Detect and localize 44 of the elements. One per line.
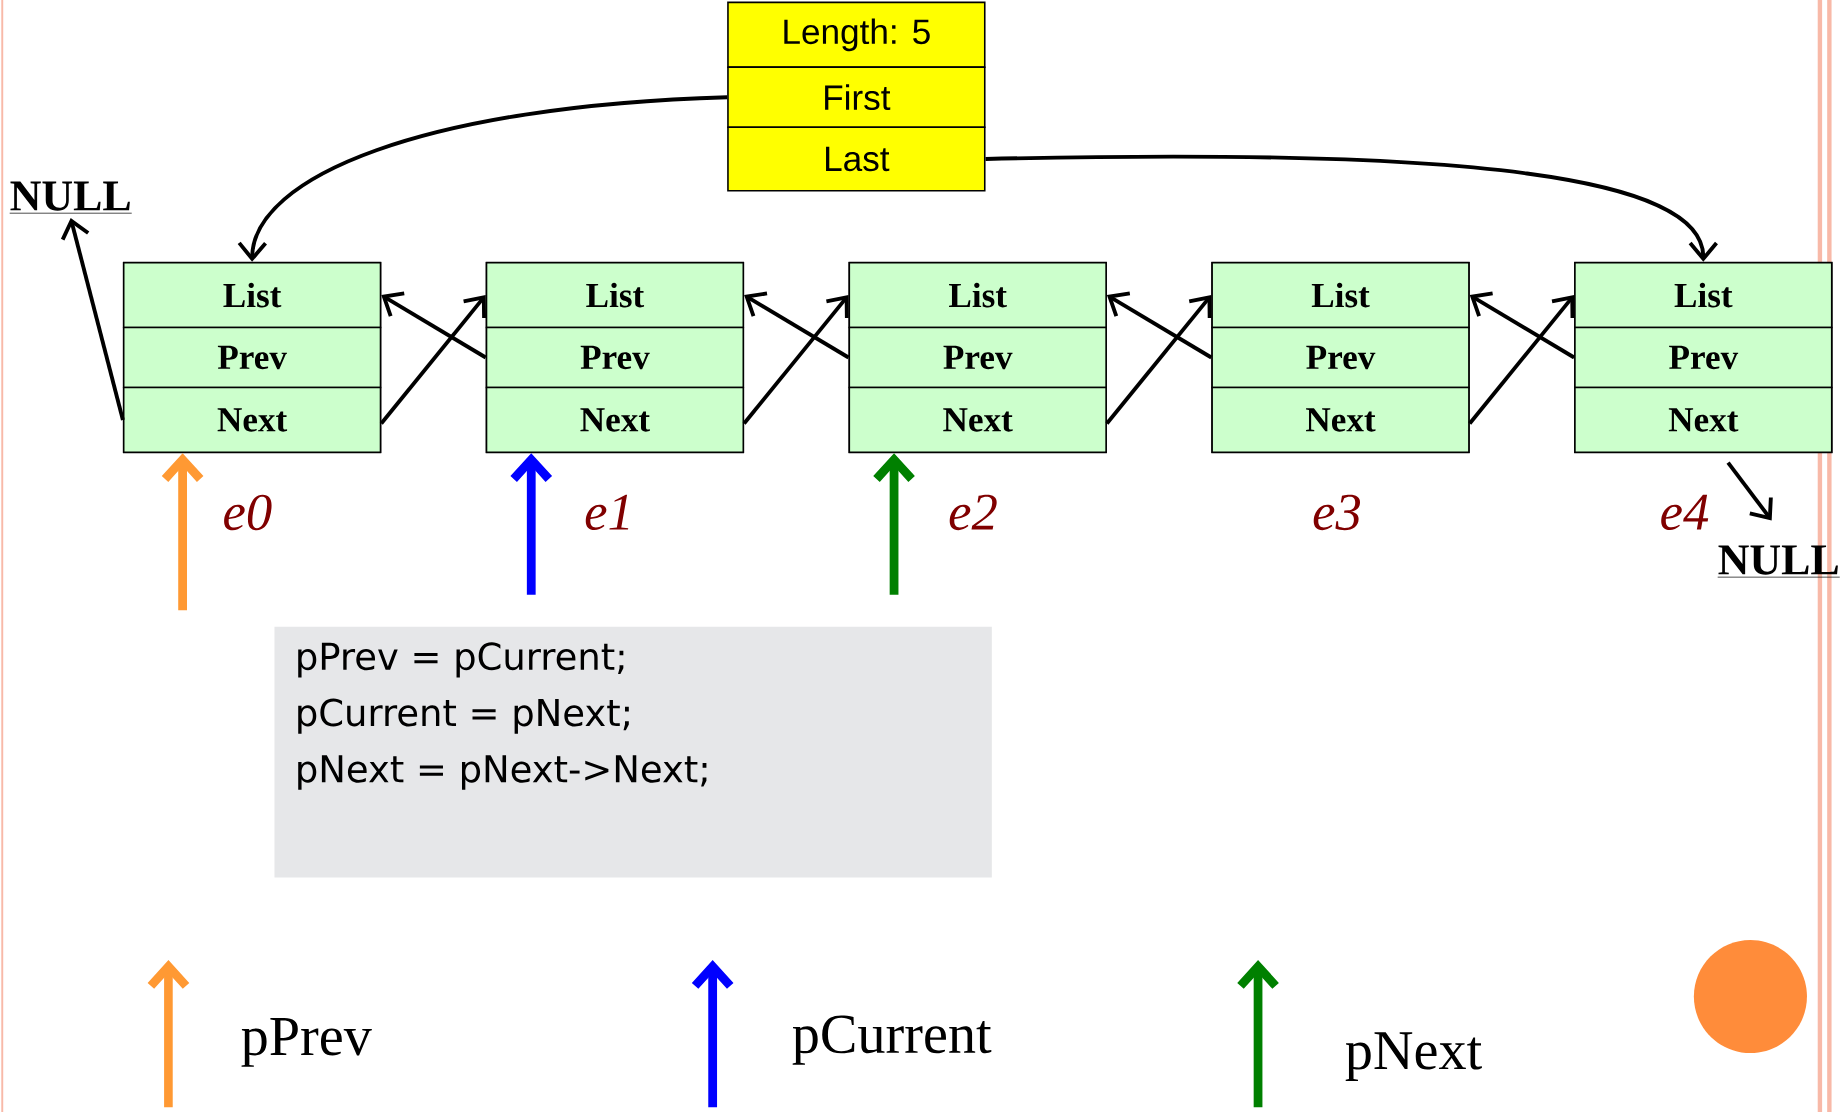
code-box: pPrev = pCurrent; pCurrent = pNext; pNext = pNext->Next; bbox=[274, 626, 992, 878]
field-cell: Prev bbox=[485, 326, 745, 389]
field-cell: List bbox=[1574, 261, 1833, 329]
field-cell: List bbox=[122, 261, 382, 329]
pointer-arrow bbox=[510, 453, 553, 595]
arrow bbox=[985, 154, 1718, 262]
header-cell: First bbox=[727, 66, 986, 129]
field-cell: Next bbox=[848, 386, 1107, 454]
element-label: e1 bbox=[585, 494, 629, 531]
element-label: e3 bbox=[1313, 494, 1360, 531]
field-cell: Next bbox=[485, 386, 745, 454]
element-label: e2 bbox=[949, 494, 997, 531]
legend-label: pCurrent bbox=[792, 1015, 992, 1065]
pointer-arrow bbox=[161, 453, 204, 611]
element-label: e4 bbox=[1661, 494, 1709, 531]
pointer-arrow bbox=[873, 453, 915, 595]
legend-label: pNext bbox=[1345, 1032, 1482, 1081]
arrow bbox=[1468, 295, 1575, 425]
field-cell: List bbox=[485, 261, 745, 329]
field-cell: List bbox=[1211, 261, 1470, 329]
arrow bbox=[1106, 291, 1213, 360]
header-cell: Length: 5 bbox=[727, 1, 986, 68]
null-label: NULL bbox=[1717, 545, 1841, 578]
arrow bbox=[1105, 295, 1212, 425]
field-cell: List bbox=[848, 261, 1107, 329]
field-cell: Next bbox=[122, 386, 382, 454]
arrow bbox=[742, 295, 849, 425]
field-cell: Next bbox=[1574, 386, 1833, 454]
field-cell: Prev bbox=[1211, 326, 1470, 389]
arrow bbox=[381, 291, 487, 360]
legend-label: pPrev bbox=[241, 1018, 372, 1067]
header-cell: Last bbox=[727, 126, 986, 192]
field-cell: Prev bbox=[122, 326, 382, 389]
arrow bbox=[744, 291, 850, 360]
field-cell: Prev bbox=[848, 326, 1107, 389]
arrow bbox=[1469, 291, 1576, 360]
arrow bbox=[1726, 461, 1773, 521]
element-label: e0 bbox=[224, 494, 272, 531]
arrow bbox=[379, 295, 486, 425]
arrow bbox=[60, 218, 125, 421]
field-cell: Next bbox=[1211, 386, 1470, 454]
arrow bbox=[237, 95, 728, 262]
null-label: NULL bbox=[9, 181, 133, 214]
field-cell: Prev bbox=[1574, 326, 1833, 389]
